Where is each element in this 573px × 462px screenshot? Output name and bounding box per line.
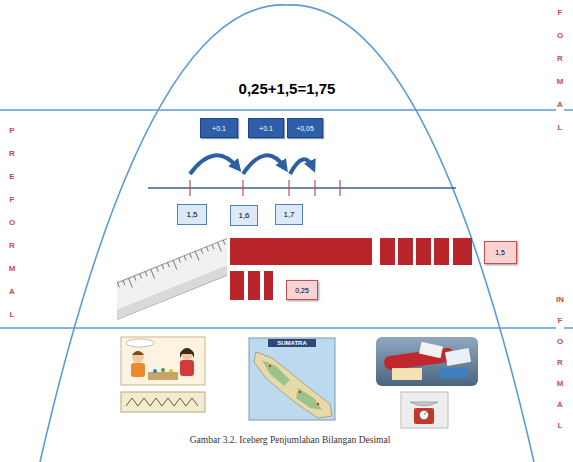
- jump-arrows: [190, 155, 313, 174]
- tick-marks: [190, 180, 340, 196]
- figure-caption: Gambar 3.2. Iceberg Penjumlahan Bilangan…: [190, 435, 391, 445]
- box-text: +0.1: [212, 125, 226, 132]
- box-text: 1,5: [495, 249, 505, 256]
- number-box: 1,6: [230, 205, 258, 226]
- box-text: 1,5: [186, 210, 197, 219]
- map-picture: [249, 338, 335, 420]
- ruler-picture: [101, 237, 244, 321]
- step-box: +0.1: [248, 118, 284, 138]
- value-box: 0,25: [286, 280, 318, 300]
- food-picture: [376, 337, 478, 386]
- box-text: +0,05: [296, 125, 314, 132]
- level-label: INFORMAL: [556, 289, 564, 436]
- box-text: 0,25: [295, 287, 309, 294]
- level-line: [0, 327, 573, 329]
- map-label: SUMATRA: [277, 340, 307, 346]
- level-line: [0, 109, 573, 111]
- bar-model: [230, 238, 472, 300]
- value-box: 1,5: [484, 241, 517, 264]
- step-box: +0.1: [200, 118, 238, 138]
- number-box: 1,5: [177, 204, 207, 225]
- iceberg-outline: [40, 5, 534, 462]
- children-picture: [121, 337, 205, 385]
- equation: 0,25+1,5=1,75: [239, 80, 336, 97]
- level-label: FORMAL: [556, 1, 564, 139]
- scale-picture: [401, 392, 448, 428]
- number-box: 1,7: [275, 204, 303, 225]
- number-line: [148, 187, 456, 189]
- level-label: PREFORMAL: [8, 119, 16, 326]
- pattern-picture: [121, 392, 205, 412]
- box-text: +0.1: [259, 125, 273, 132]
- step-box: +0,05: [287, 118, 323, 138]
- box-text: 1,7: [283, 210, 294, 219]
- box-text: 1,6: [238, 211, 249, 220]
